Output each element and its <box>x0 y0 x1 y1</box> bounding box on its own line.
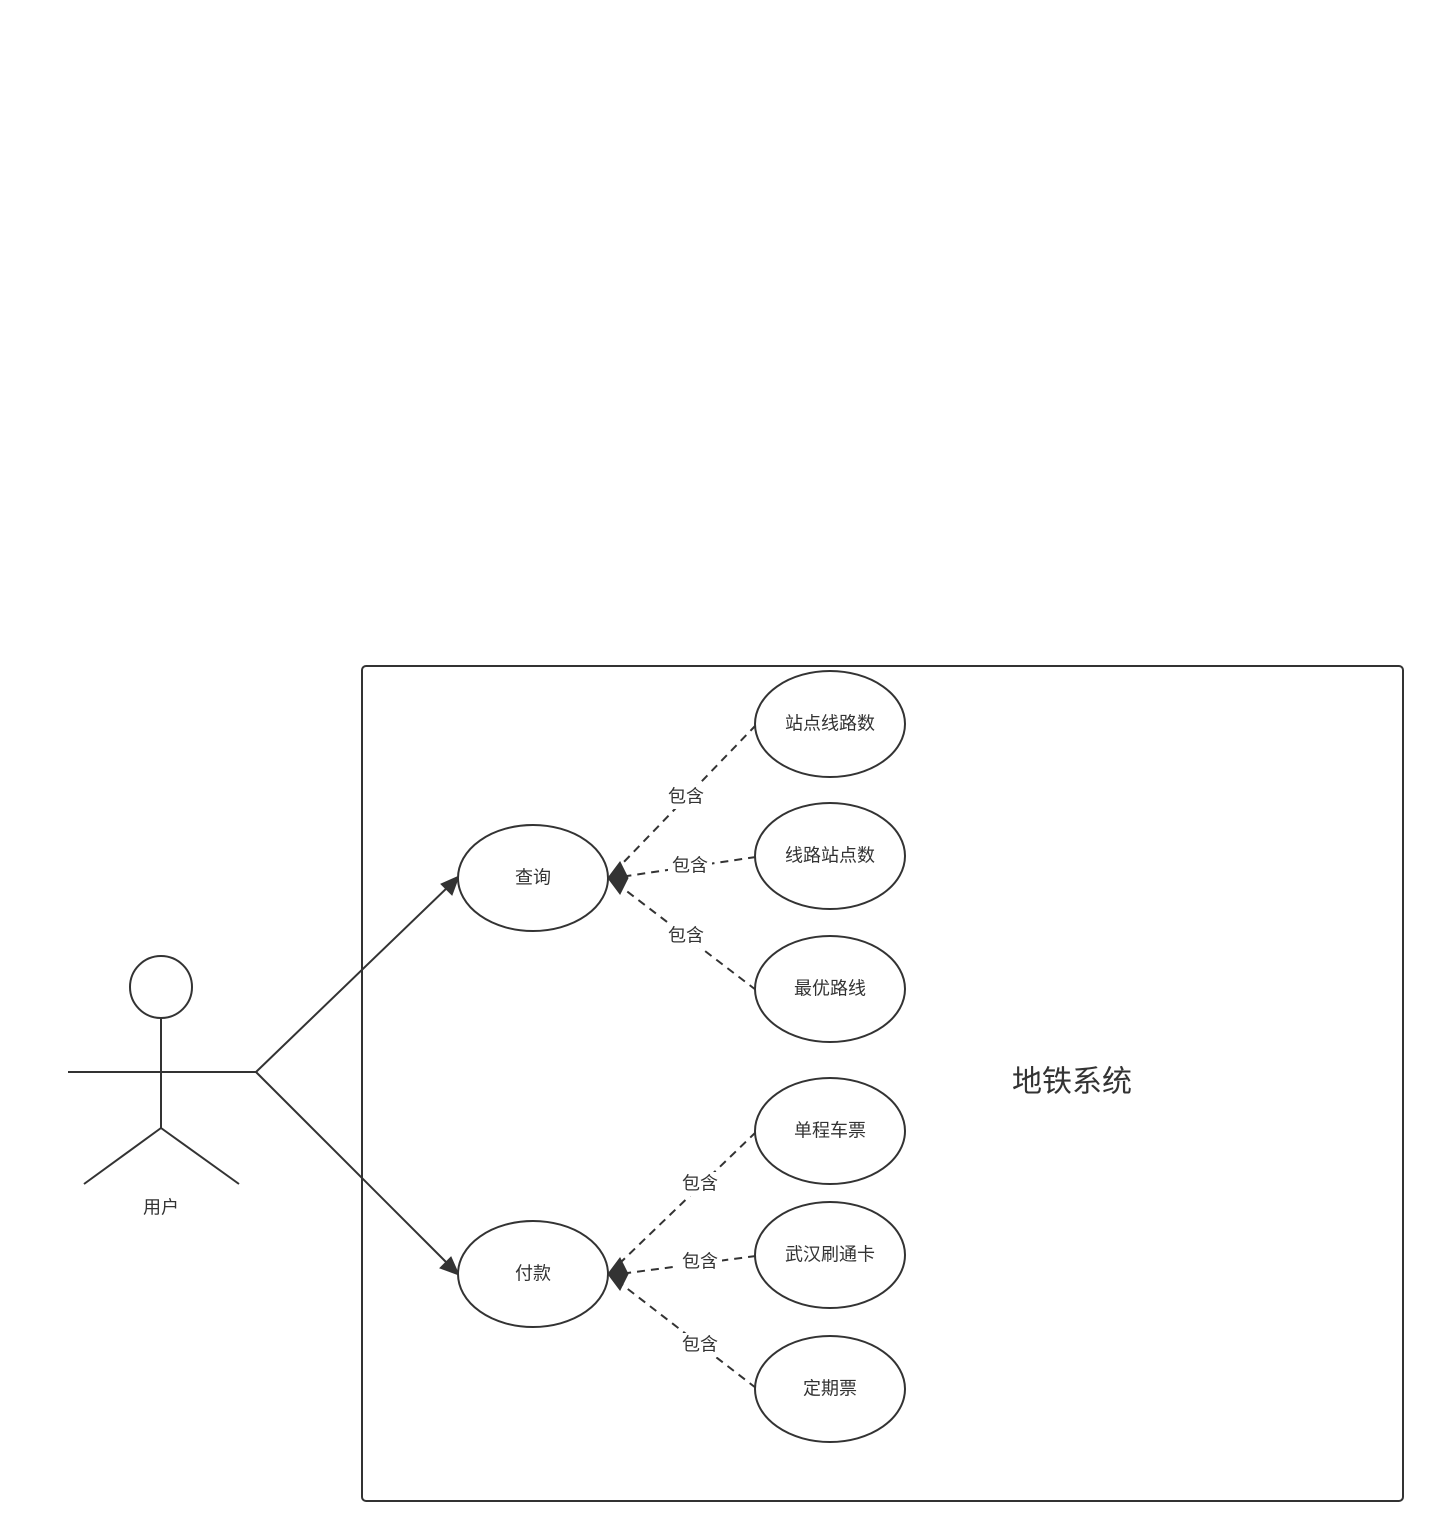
include-label-4: 包含 <box>678 1172 722 1196</box>
actor-left-leg <box>83 1127 162 1185</box>
include-line-single-ticket <box>619 1131 757 1264</box>
use-case-wuhan-card[interactable]: 武汉刷通卡 <box>754 1201 906 1309</box>
svg-text:包含: 包含 <box>668 787 704 808</box>
use-case-query[interactable]: 查询 <box>457 824 609 932</box>
include-line-line-station-count <box>619 856 757 878</box>
use-case-query-label: 查询 <box>515 868 551 889</box>
svg-text:包含: 包含 <box>682 1174 718 1195</box>
svg-text:包含: 包含 <box>682 1252 718 1273</box>
use-case-period-ticket[interactable]: 定期票 <box>754 1335 906 1443</box>
include-label-3: 包含 <box>664 924 708 948</box>
use-case-line-station-count-label: 线路站点数 <box>785 846 875 867</box>
use-case-single-ticket-label: 单程车票 <box>794 1121 866 1142</box>
use-case-best-route-label: 最优路线 <box>794 979 866 1000</box>
include-diamond-pay <box>607 1257 629 1291</box>
arrowhead-pay <box>439 1256 460 1276</box>
use-case-pay-label: 付款 <box>515 1264 551 1285</box>
actor-head <box>129 955 193 1019</box>
include-line-station-line-count <box>619 724 757 867</box>
use-case-station-line-count[interactable]: 站点线路数 <box>754 670 906 778</box>
actor-user[interactable] <box>68 955 256 1185</box>
include-label-1: 包含 <box>664 785 708 809</box>
use-case-single-ticket[interactable]: 单程车票 <box>754 1077 906 1185</box>
svg-text:包含: 包含 <box>682 1335 718 1356</box>
include-diamond-query <box>607 861 629 895</box>
use-case-period-ticket-label: 定期票 <box>803 1379 857 1400</box>
use-case-best-route[interactable]: 最优路线 <box>754 935 906 1043</box>
association-query <box>255 884 451 1073</box>
use-case-wuhan-card-label: 武汉刷通卡 <box>785 1245 875 1266</box>
use-case-line-station-count[interactable]: 线路站点数 <box>754 802 906 910</box>
use-case-station-line-count-label: 站点线路数 <box>785 714 875 735</box>
svg-text:包含: 包含 <box>668 926 704 947</box>
actor-name: 用户 <box>143 1198 179 1219</box>
actor-right-leg <box>160 1127 240 1185</box>
include-label-6: 包含 <box>678 1333 722 1357</box>
association-pay <box>255 1071 451 1267</box>
arrowhead-query <box>440 875 460 896</box>
include-label-5: 包含 <box>678 1250 722 1274</box>
use-case-pay[interactable]: 付款 <box>457 1220 609 1328</box>
system-boundary <box>361 665 1404 1502</box>
include-line-wuhan-card <box>619 1255 757 1275</box>
include-label-2: 包含 <box>668 854 712 878</box>
svg-text:包含: 包含 <box>672 856 708 877</box>
system-name: 地铁系统 <box>1012 1065 1132 1100</box>
